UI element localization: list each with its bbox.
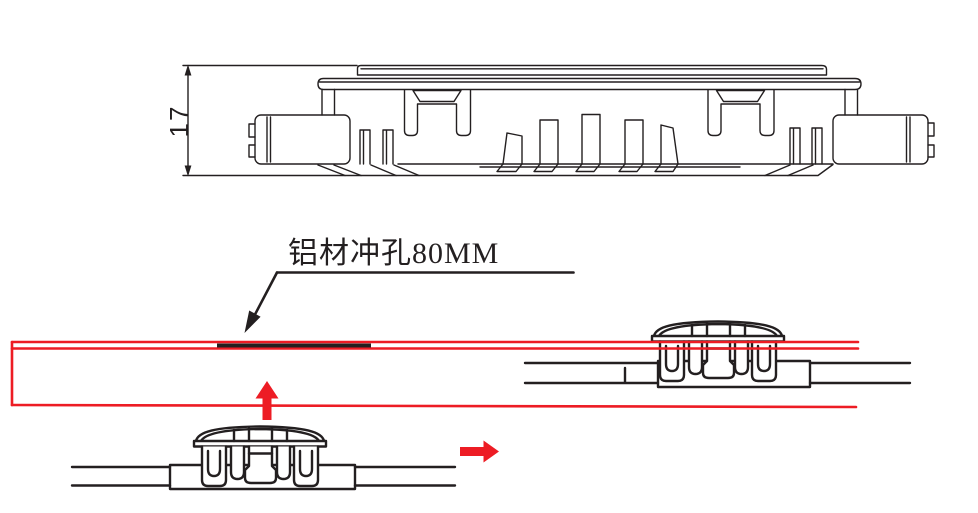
left-end-block bbox=[254, 114, 351, 165]
height-dimension: 17 bbox=[164, 64, 358, 177]
clip-fastener-installed bbox=[650, 320, 786, 383]
clip-assembly-left bbox=[70, 425, 457, 491]
support-legs bbox=[321, 88, 859, 116]
clip-cap-center-channel bbox=[232, 427, 289, 443]
clip-leg-outer-left-slot bbox=[206, 449, 222, 478]
punched-hole-segment bbox=[217, 343, 371, 348]
left-end-block-details bbox=[248, 116, 272, 163]
clip-fastener bbox=[192, 425, 328, 488]
side-elevation-view: 17 bbox=[164, 64, 935, 177]
clip-cap-dome-inner bbox=[199, 427, 321, 443]
left-hook-wedge bbox=[412, 89, 462, 103]
left-hook-bridge bbox=[403, 89, 472, 137]
panel-sheet-left bbox=[70, 465, 457, 487]
body-base-lines bbox=[182, 163, 834, 177]
base-hatch-lines bbox=[317, 164, 814, 177]
dimension-arrow-down-icon bbox=[184, 165, 192, 177]
clip-assembly-right bbox=[523, 320, 912, 389]
panel-sheet-right-right-run bbox=[808, 361, 912, 385]
flange-bar bbox=[317, 77, 862, 91]
clip-leg-outer-left bbox=[200, 445, 228, 488]
top-rail-bar bbox=[356, 64, 828, 76]
dimension-arrow-up-icon bbox=[184, 64, 192, 76]
clip-leg-outer-right-slot bbox=[298, 449, 314, 478]
clip-center-stem bbox=[243, 445, 278, 485]
right-end-block-details bbox=[905, 116, 935, 163]
louver-feet bbox=[496, 163, 679, 173]
right-hook-wedge bbox=[715, 89, 766, 103]
red-panel-bottom-edge bbox=[10, 403, 858, 409]
small-tabs bbox=[359, 127, 823, 165]
insert-up-arrow-icon bbox=[255, 381, 279, 420]
center-louvers bbox=[502, 113, 679, 165]
profile-body bbox=[182, 64, 935, 177]
clip-cap-brim bbox=[192, 439, 328, 448]
right-hook-bridge bbox=[707, 89, 775, 137]
panel-sheet-right-left-run bbox=[523, 361, 660, 385]
right-end-block bbox=[832, 114, 929, 165]
height-dimension-value: 17 bbox=[164, 105, 194, 138]
aluminum-panel-red-outline bbox=[10, 340, 860, 409]
slide-right-arrow-icon bbox=[460, 440, 499, 463]
clip-leg-inner-left bbox=[229, 445, 246, 481]
hole-label: 铝材冲孔80MM bbox=[288, 237, 499, 270]
clip-leg-outer-right bbox=[292, 445, 320, 488]
callout-arrowhead-icon bbox=[244, 310, 261, 333]
clip-leg-inner-right bbox=[275, 445, 292, 481]
hole-callout: 铝材冲孔80MM bbox=[244, 237, 575, 333]
